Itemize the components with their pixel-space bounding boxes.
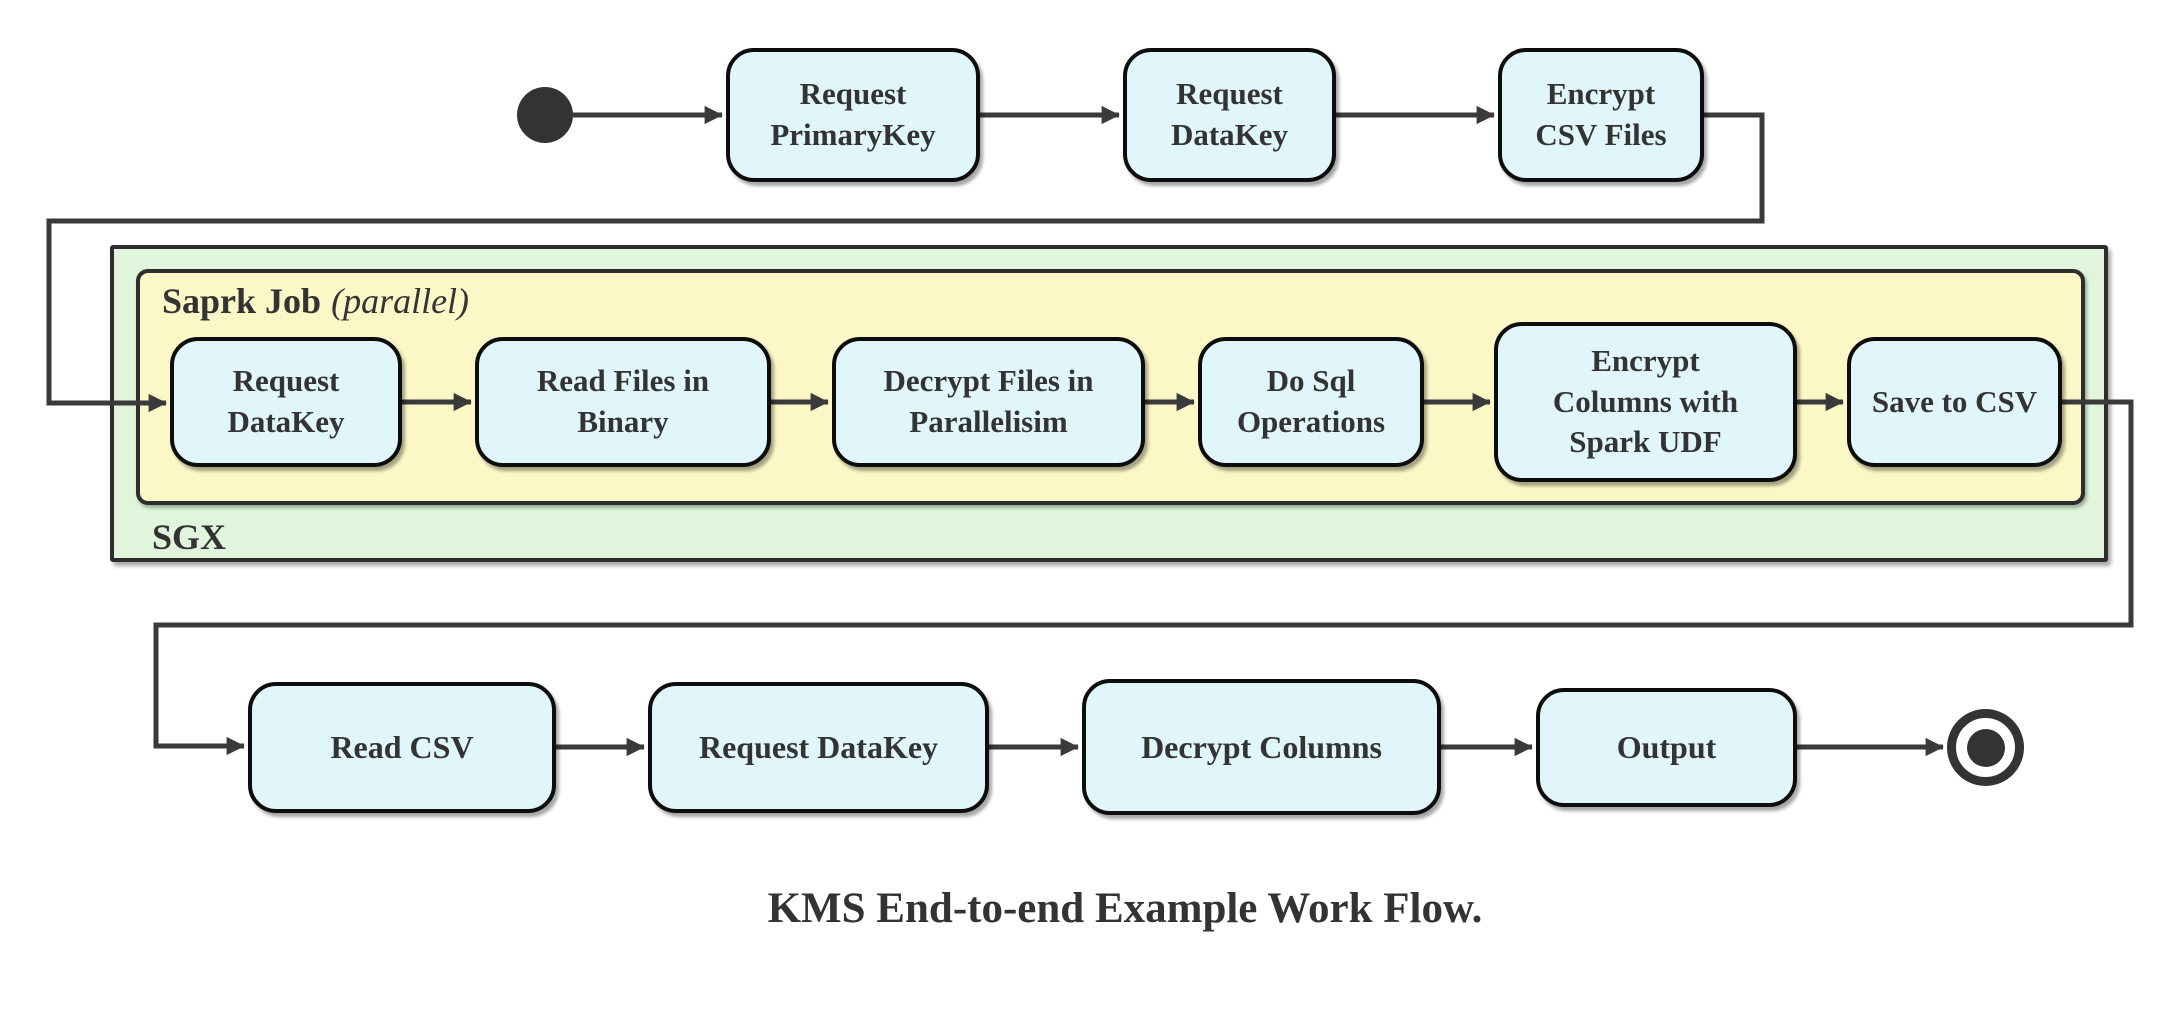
end-node [1947,709,2024,786]
sgx-label: SGX [152,517,227,557]
node-output: Output [1536,688,1797,807]
node-encrypt-csv-files: Encrypt CSV Files [1498,48,1704,182]
edge-encrypt-csv-files-to-spark-request-datakey [46,112,1765,413]
node-request-datakey-spark: Request DataKey [170,337,402,467]
spark-job-label: Saprk Job [162,281,322,321]
node-encrypt-columns-with-spark-udf: Encrypt Columns with Spark UDF [1494,322,1797,482]
edge-save-to-csv-to-read-csv [153,399,2134,756]
node-do-sql-operations: Do Sql Operations [1198,337,1424,467]
node-read-files-in-binary: Read Files in Binary [475,337,771,467]
node-decrypt-columns: Decrypt Columns [1082,679,1441,815]
node-request-datakey-top: Request DataKey [1123,48,1336,182]
node-request-datakey-bottom: Request DataKey [648,682,989,813]
node-decrypt-files-in-parallelisim: Decrypt Files in Parallelisim [832,337,1145,467]
spark-job-parallel-modifier: (parallel) [331,281,470,321]
end-node-inner-dot [1966,728,2005,767]
spark-job-label-group: Saprk Job(parallel) [162,280,469,322]
node-read-csv: Read CSV [248,682,556,813]
node-request-primarykey: Request PrimaryKey [726,48,980,182]
diagram-caption: KMS End-to-end Example Work Flow. [767,885,1483,932]
start-node [517,87,573,143]
node-save-to-csv: Save to CSV [1847,337,2062,467]
